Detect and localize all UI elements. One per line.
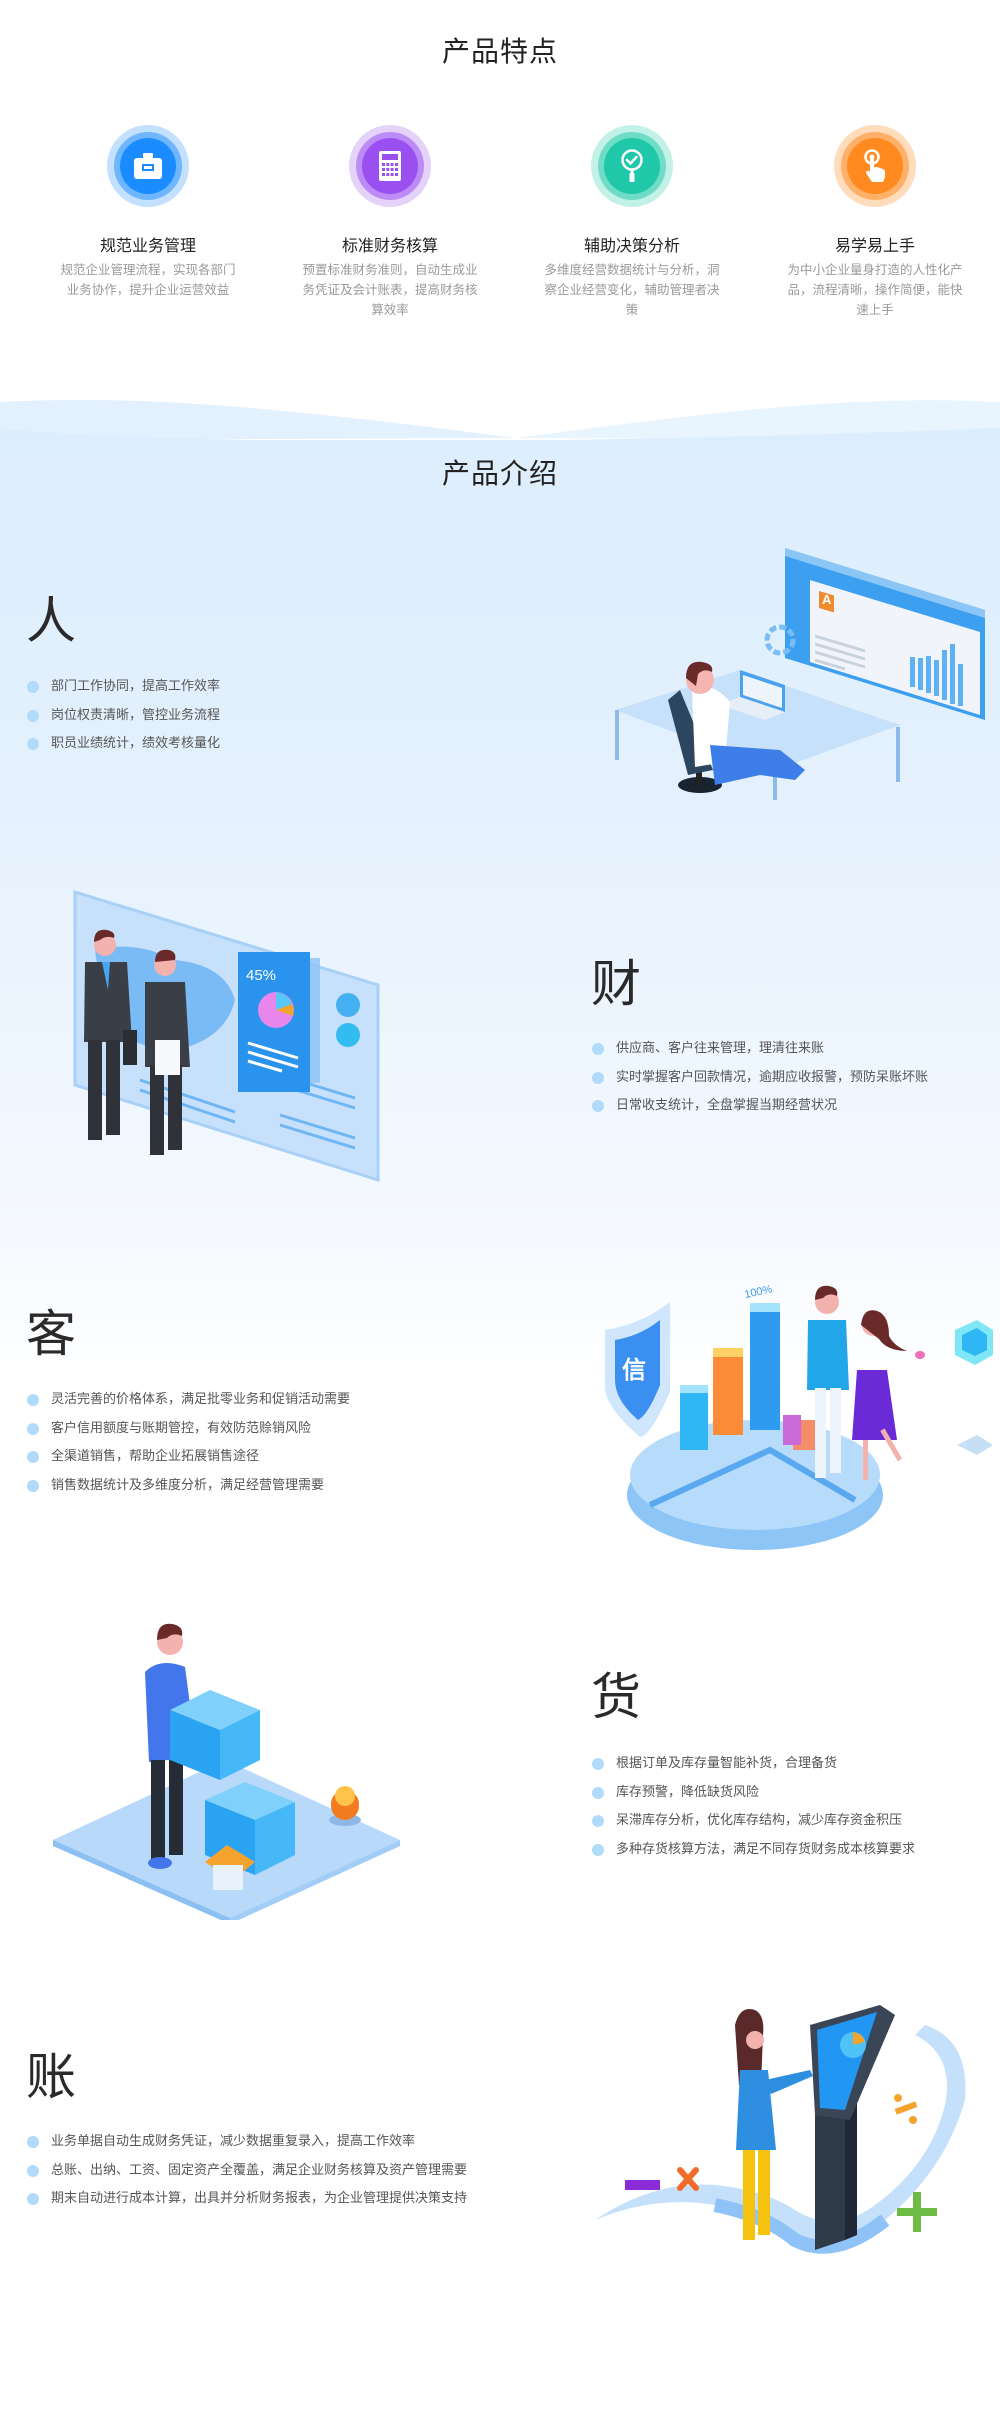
bullet-item: 岗位权责清晰，管控业务流程 (27, 706, 220, 735)
svg-text:45%: 45% (246, 967, 276, 984)
bullet-item: 库存预警，降低缺货风险 (592, 1783, 915, 1812)
feature-title: 标准财务核算 (341, 236, 438, 255)
bullet-dot-icon (592, 1786, 604, 1799)
bullet-item: 部门工作协同，提高工作效率 (27, 677, 220, 706)
svg-text:A: A (822, 592, 832, 607)
hand-tap-icon (834, 125, 916, 207)
bullet-list: 部门工作协同，提高工作效率 岗位权责清晰，管控业务流程 职员业绩统计，绩效考核量… (27, 677, 220, 763)
feature-desc: 规范企业管理流程，实现各部门业务协作，提升企业运营效益 (60, 262, 236, 297)
woman-at-kiosk-ledger-illustration (595, 2005, 966, 2254)
bullet-item: 职员业绩统计，绩效考核量化 (27, 734, 220, 763)
bullet-dot-icon (592, 1043, 604, 1055)
bullet-item: 根据订单及库存量智能补货，合理备货 (592, 1754, 915, 1783)
bullet-dot-icon (592, 1071, 604, 1084)
bullet-item: 销售数据统计及多维度分析，满足经营管理需要 (27, 1476, 350, 1505)
bullet-item: 供应商、客户往来管理，理清往来账 (592, 1039, 928, 1068)
bullet-item: 实时掌握客户回款情况，逾期应收报警，预防呆账坏账 (592, 1068, 928, 1097)
bullet-item: 多种存货核算方法，满足不同存货财务成本核算要求 (592, 1840, 915, 1869)
bullet-item: 呆滞库存分析，优化库存结构，减少库存资金积压 (592, 1811, 915, 1840)
bullet-dot-icon (27, 709, 39, 722)
person-relaxing-at-desk-illustration: A (615, 548, 985, 800)
bullet-dot-icon (27, 2193, 39, 2205)
section-heading: 账 (26, 2048, 76, 2106)
bullet-list: 业务单据自动生成财务凭证，减少数据重复录入，提高工作效率 总账、出纳、工资、固定… (27, 2132, 467, 2218)
feature-title: 规范业务管理 (99, 236, 196, 255)
bullet-item: 全渠道销售，帮助企业拓展销售途径 (27, 1447, 350, 1476)
bullet-dot-icon (592, 1815, 604, 1827)
bullet-dot-icon (592, 1758, 604, 1770)
bullet-item: 日常收支统计，全盘掌握当期经营状况 (592, 1096, 928, 1125)
bullet-item: 期末自动进行成本计算，出具并分析财务报表，为企业管理提供决策支持 (27, 2189, 467, 2218)
briefcase-icon (107, 125, 189, 207)
features-title: 产品特点 (441, 35, 558, 68)
business-handshake-dashboard-illustration: 45% (73, 889, 380, 1183)
intro-background (0, 388, 1000, 1388)
bullet-item: 灵活完善的价格体系，满足批零业务和促销活动需要 (27, 1390, 350, 1419)
section-heading: 财 (591, 955, 641, 1013)
section-heading: 货 (591, 1668, 641, 1726)
bullet-dot-icon (27, 681, 39, 693)
bullet-dot-icon (27, 1394, 39, 1406)
bullet-dot-icon (592, 1100, 604, 1112)
bullet-item: 业务单据自动生成财务凭证，减少数据重复录入，提高工作效率 (27, 2132, 467, 2161)
bullet-dot-icon (27, 1422, 39, 1435)
bullet-dot-icon (27, 2136, 39, 2148)
bullet-dot-icon (592, 1843, 604, 1856)
bullet-list: 根据订单及库存量智能补货，合理备货 库存预警，降低缺货风险 呆滞库存分析，优化库… (592, 1754, 915, 1868)
wave-divider (0, 380, 1000, 440)
section-heading: 客 (26, 1305, 76, 1363)
bullet-dot-icon (27, 1479, 39, 1492)
bullet-dot-icon (27, 1451, 39, 1463)
svg-text:信: 信 (622, 1356, 646, 1384)
feature-title: 辅助决策分析 (583, 236, 680, 255)
feature-desc: 多维度经营数据统计与分析，洞察企业经营变化，辅助管理者决策 (544, 262, 720, 317)
bullet-item: 客户信用额度与账期管控，有效防范赊销风险 (27, 1419, 350, 1448)
bullet-list: 灵活完善的价格体系，满足批零业务和促销活动需要 客户信用额度与账期管控，有效防范… (27, 1390, 350, 1504)
intro-title: 产品介绍 (441, 457, 558, 490)
warehouse-worker-boxes-illustration (53, 1623, 400, 1920)
bullet-list: 供应商、客户往来管理，理清往来账 实时掌握客户回款情况，逾期应收报警，预防呆账坏… (592, 1039, 928, 1125)
feature-desc: 为中小企业量身打造的人性化产品，流程清晰，操作简便，能快速上手 (787, 262, 963, 317)
feature-desc: 预置标准财务准则，自动生成业务凭证及会计账表，提高财务核算效率 (302, 262, 478, 317)
bullet-dot-icon (27, 738, 39, 750)
magnifier-check-icon (591, 125, 673, 207)
section-heading: 人 (26, 592, 76, 650)
feature-title: 易学易上手 (834, 236, 915, 255)
shopping-couple-chart-illustration: 信 100% (605, 1283, 993, 1550)
bullet-item: 总账、出纳、工资、固定资产全覆盖，满足企业财务核算及资产管理需要 (27, 2161, 467, 2190)
calculator-icon (349, 125, 431, 207)
svg-text:100%: 100% (743, 1283, 773, 1301)
bullet-dot-icon (27, 2164, 39, 2177)
